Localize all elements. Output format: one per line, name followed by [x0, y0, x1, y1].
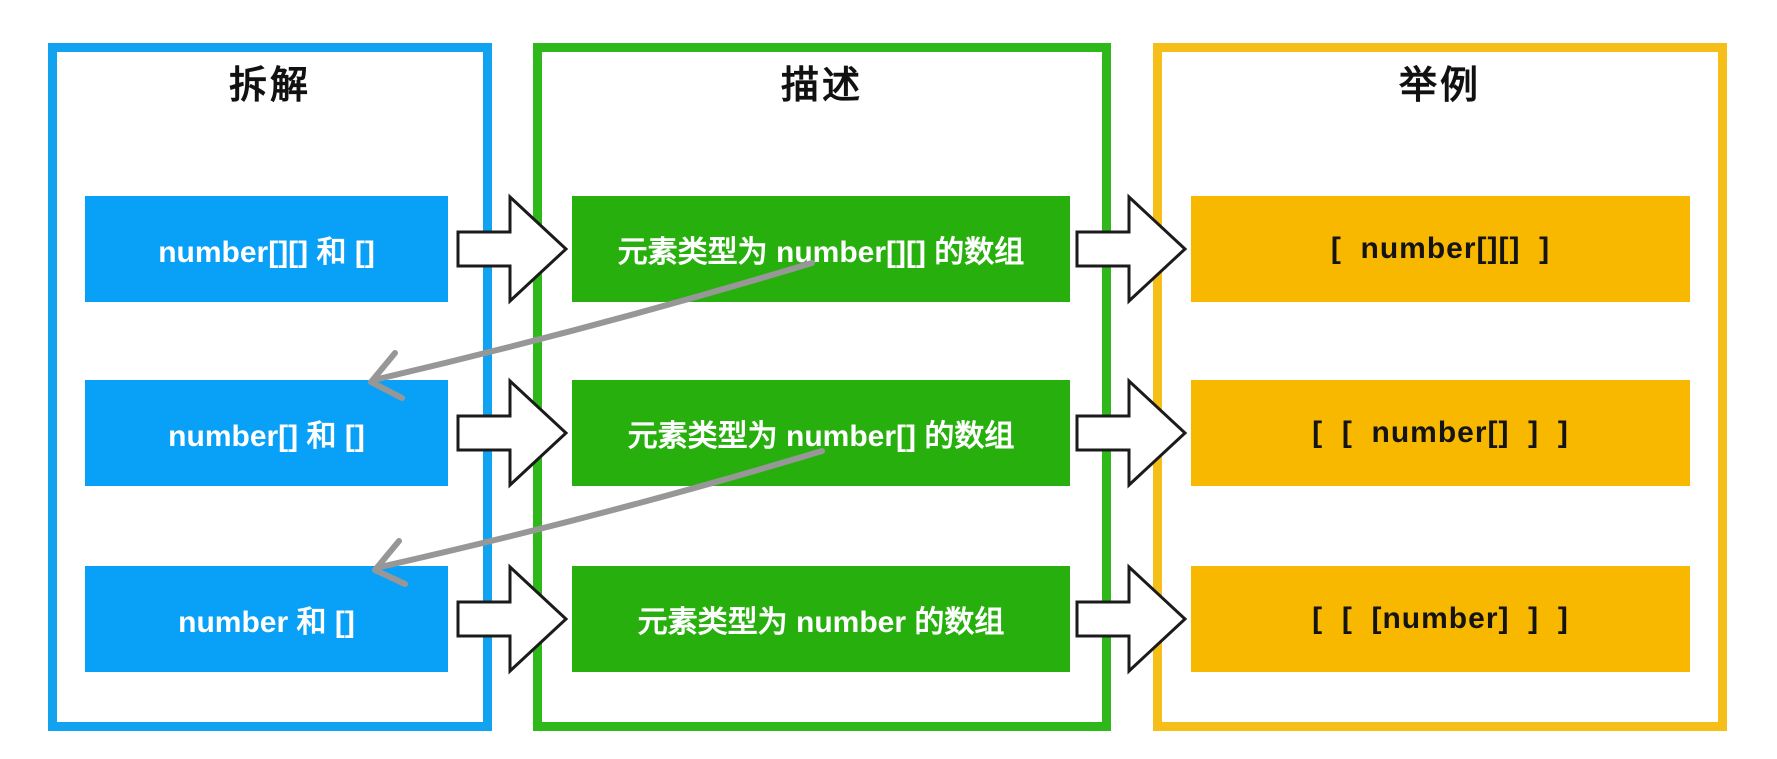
- example-box-row3: [ [ [number] ] ]: [1191, 566, 1690, 672]
- column-title-example: 举例: [1398, 65, 1481, 107]
- column-example: 举例 [ number[][] ] [ [ number[] ] ] [ [ […: [1153, 43, 1727, 731]
- decompose-box-row3: number 和 []: [85, 566, 448, 672]
- describe-box-row3: 元素类型为 number 的数组: [572, 566, 1070, 672]
- decompose-box-row2: number[] 和 []: [85, 380, 448, 486]
- column-title-decompose: 拆解: [228, 65, 311, 107]
- describe-box-row1: 元素类型为 number[][] 的数组: [572, 196, 1070, 302]
- column-describe: 描述 元素类型为 number[][] 的数组 元素类型为 number[] 的…: [533, 43, 1111, 731]
- decompose-box-row1: number[][] 和 []: [85, 196, 448, 302]
- column-title-describe: 描述: [780, 65, 863, 107]
- example-box-row2: [ [ number[] ] ]: [1191, 380, 1690, 486]
- column-decompose: 拆解 number[][] 和 [] number[] 和 [] number …: [48, 43, 492, 731]
- example-box-row1: [ number[][] ]: [1191, 196, 1690, 302]
- describe-box-row2: 元素类型为 number[] 的数组: [572, 380, 1070, 486]
